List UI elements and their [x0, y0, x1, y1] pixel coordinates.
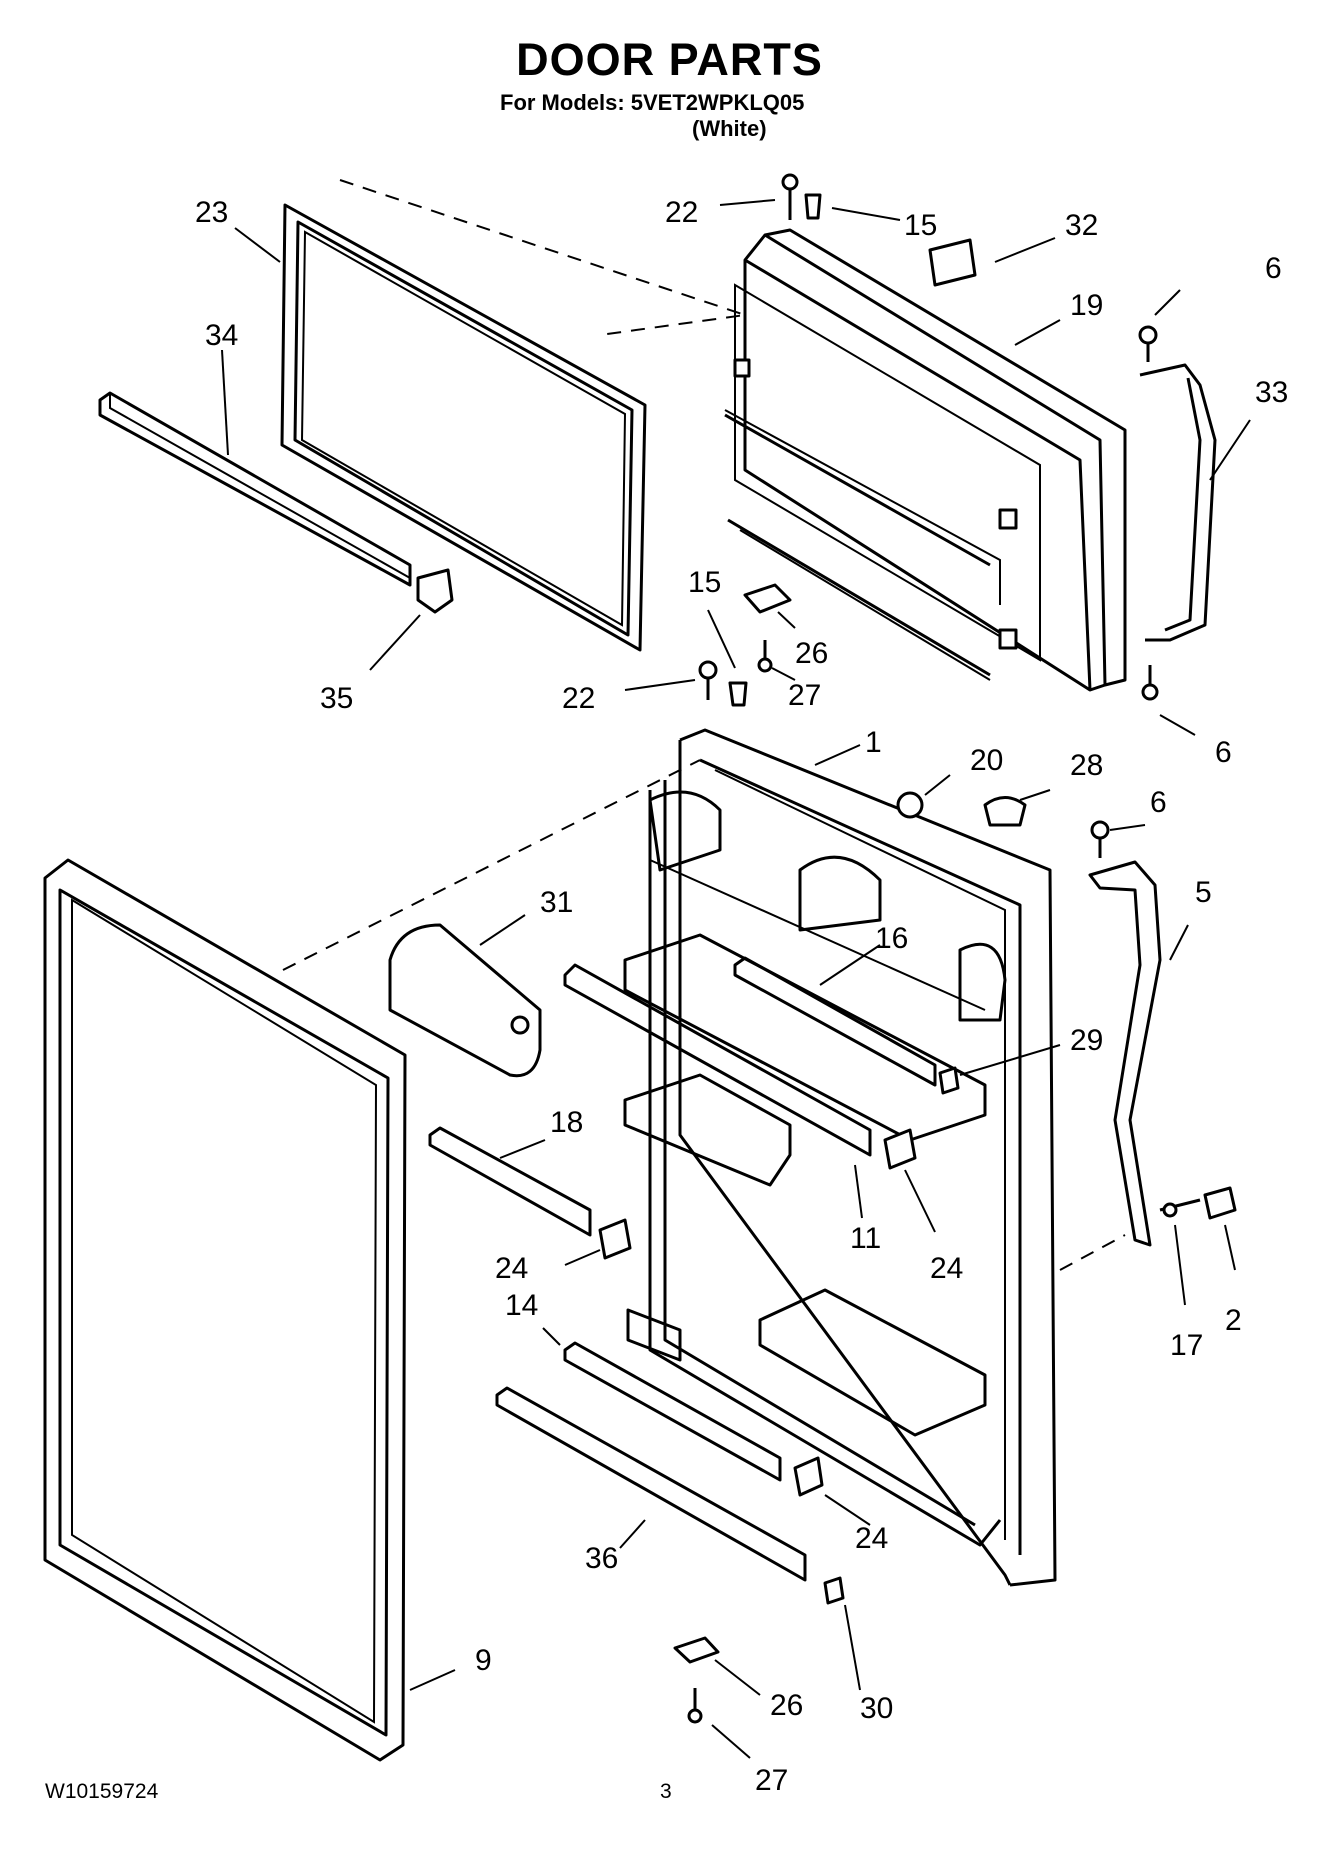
door-shelf-middle — [623, 1073, 792, 1187]
end-cap-29 — [938, 1066, 960, 1095]
callout-16: 16 — [875, 922, 908, 955]
screw-6-lower — [1141, 665, 1159, 701]
shelf-rail-36 — [495, 1386, 807, 1582]
callout-32: 32 — [1065, 209, 1098, 242]
screw-22-top — [781, 173, 799, 220]
end-cap-30 — [823, 1576, 845, 1605]
model-color: (White) — [692, 116, 767, 141]
shelf-rail-14 — [563, 1341, 782, 1482]
screw-22-middle — [698, 660, 718, 700]
utility-bin — [388, 923, 542, 1078]
callout-5: 5 — [1195, 876, 1212, 909]
page-title: DOOR PARTS — [516, 34, 823, 85]
freezer-rail-clip — [416, 568, 454, 614]
hole-plug — [983, 796, 1027, 827]
callout-24-right: 24 — [930, 1252, 963, 1285]
screw-cover-2 — [1203, 1186, 1237, 1220]
door-shelf-upper — [623, 933, 987, 1142]
document-number: W10159724 — [45, 1780, 159, 1803]
rail-clip-24c — [793, 1456, 824, 1497]
hinge-upper — [743, 583, 792, 673]
callout-23: 23 — [195, 196, 228, 229]
leader-lines — [221, 199, 1251, 1759]
door-bumper — [896, 791, 924, 819]
callout-1: 1 — [865, 726, 882, 759]
pin-15-middle — [728, 681, 748, 707]
callout-30: 30 — [860, 1692, 893, 1725]
callout-22-middle: 22 — [562, 682, 595, 715]
callout-28: 28 — [1070, 749, 1103, 782]
pin-15-top — [804, 193, 822, 220]
callout-31: 31 — [540, 886, 573, 919]
callout-24-left: 24 — [495, 1252, 528, 1285]
callout-33: 33 — [1255, 376, 1288, 409]
callout-24-bottom: 24 — [855, 1522, 888, 1555]
callout-27-bottom: 27 — [755, 1764, 788, 1797]
callout-29: 29 — [1070, 1024, 1103, 1057]
callout-35: 35 — [320, 682, 353, 715]
rating-label — [928, 238, 977, 287]
callout-36: 36 — [585, 1542, 618, 1575]
hinge-lower — [673, 1636, 720, 1724]
alignment-line-lower-2 — [1059, 1234, 1126, 1271]
models-line: For Models: 5VET2WPKLQ05 — [500, 90, 805, 115]
alignment-line-lower — [282, 759, 701, 971]
dairy-door-bin — [648, 790, 1007, 1022]
door-shelf-lower — [758, 1288, 987, 1437]
callout-20: 20 — [970, 744, 1003, 777]
callout-6-handle: 6 — [1150, 786, 1167, 819]
freezer-door — [724, 228, 1127, 692]
callout-2: 2 — [1225, 1304, 1242, 1337]
fresh-food-handle — [1088, 860, 1162, 1247]
callout-19: 19 — [1070, 289, 1103, 322]
fresh-food-door-gasket — [43, 858, 407, 1762]
page-number: 3 — [660, 1780, 672, 1803]
callout-11: 11 — [850, 1222, 881, 1255]
screw-6-handle — [1090, 820, 1110, 858]
freezer-handle — [1139, 363, 1217, 642]
shelf-rail-16 — [733, 956, 937, 1087]
shelf-rail-18 — [428, 1126, 592, 1237]
callout-6-top: 6 — [1265, 252, 1282, 285]
callout-9: 9 — [475, 1644, 492, 1677]
callout-6-lower: 6 — [1215, 736, 1232, 769]
callout-26-top: 26 — [795, 637, 828, 670]
screw-6-upper — [1138, 325, 1158, 362]
callout-18: 18 — [550, 1106, 583, 1139]
fresh-food-door — [626, 728, 1057, 1587]
handle-screw-17 — [1159, 1198, 1201, 1218]
callout-numbers: 23 34 35 22 15 32 19 6 33 15 26 27 22 6 … — [195, 196, 1288, 1797]
callout-26-bottom: 26 — [770, 1689, 803, 1722]
callout-34: 34 — [205, 319, 238, 352]
callout-22-top: 22 — [665, 196, 698, 229]
rail-clip-24b — [883, 1128, 917, 1170]
shelf-rail-11 — [563, 963, 872, 1157]
rail-clip-24a — [598, 1218, 632, 1260]
freezer-door-gasket — [280, 203, 647, 652]
callout-15-top: 15 — [904, 209, 937, 242]
callout-14: 14 — [505, 1289, 538, 1322]
callout-27-top: 27 — [788, 679, 821, 712]
freezer-shelf-rail — [98, 391, 412, 587]
callout-17: 17 — [1170, 1329, 1203, 1362]
callout-15-middle: 15 — [688, 566, 721, 599]
